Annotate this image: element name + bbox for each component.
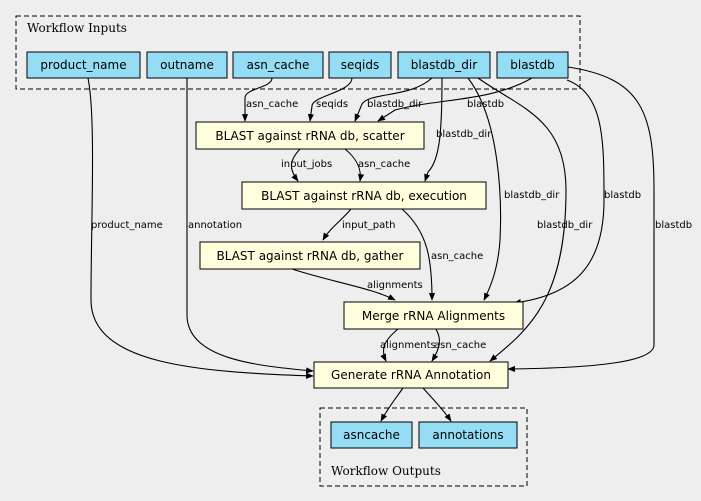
step-node-generate[interactable]: Generate rRNA Annotation xyxy=(313,361,509,389)
edge-seqids-to-scatter xyxy=(307,77,353,122)
step-node-scatter-label: BLAST against rRNA db, scatter xyxy=(215,129,404,143)
input-node-blastdb-box[interactable] xyxy=(496,51,569,79)
edge-merge-asn-cache-to-generate xyxy=(431,328,441,362)
edge-label-blastdb-dir: blastdb_dir xyxy=(367,99,423,110)
output-node-asncache[interactable]: asncache xyxy=(330,421,413,449)
step-node-merge-box[interactable] xyxy=(343,301,524,330)
edge-merge-alignments-to-generate xyxy=(380,328,399,362)
edge-product-name-to-generate xyxy=(87,77,314,379)
step-node-gather-label: BLAST against rRNA db, gather xyxy=(217,249,404,263)
outputs-cluster-title: Workflow Outputs xyxy=(331,464,441,478)
edge-blastdb-to-generate xyxy=(507,66,655,372)
edge-label-input-jobs: input_jobs xyxy=(281,159,332,170)
step-node-execution-box[interactable] xyxy=(241,181,487,210)
edge-label-blastdb-dir-execution: blastdb_dir xyxy=(436,129,492,140)
input-node-outname-box[interactable] xyxy=(146,51,228,79)
input-node-blastdb-dir[interactable]: blastdb_dir xyxy=(397,51,491,79)
edge-blastdb-dir-to-scatter xyxy=(354,77,433,122)
input-node-blastdb-label: blastdb xyxy=(510,58,555,72)
output-node-annotations-box[interactable] xyxy=(418,421,518,449)
edge-generate-to-asncache xyxy=(380,387,404,422)
input-node-seqids-label: seqids xyxy=(341,58,379,72)
edge-label-alignments-merge: alignments xyxy=(367,280,423,291)
edge-label-blastdb: blastdb xyxy=(467,99,504,110)
output-node-annotations-label: annotations xyxy=(432,428,503,442)
edge-label-blastdb-merge: blastdb xyxy=(604,190,641,201)
output-node-asncache-label: asncache xyxy=(343,428,400,442)
edge-scatter-asn-cache xyxy=(344,148,365,182)
edge-input-path xyxy=(322,208,352,241)
output-node-asncache-box[interactable] xyxy=(330,421,413,449)
edge-label-scatter-asn-cache: asn_cache xyxy=(358,159,410,170)
edge-gather-alignments xyxy=(291,268,396,301)
edge-blastdb-dir-to-execution xyxy=(424,77,443,182)
input-node-outname-label: outname xyxy=(160,58,214,72)
outputs-cluster-border xyxy=(319,407,528,487)
step-node-merge-label: Merge rRNA Alignments xyxy=(362,309,505,323)
edge-input-jobs xyxy=(290,148,301,182)
step-node-scatter-box[interactable] xyxy=(195,121,425,150)
workflow-outputs-cluster: Workflow Outputs xyxy=(319,407,528,487)
edge-label-product-name: product_name xyxy=(91,220,163,231)
input-node-blastdb[interactable]: blastdb xyxy=(496,51,569,79)
input-node-outname[interactable]: outname xyxy=(146,51,228,79)
edge-label-asn-cache: asn_cache xyxy=(246,99,298,110)
input-node-seqids[interactable]: seqids xyxy=(328,51,392,79)
output-nodes: asncache annotations xyxy=(330,421,518,449)
edge-label-annotation: annotation xyxy=(188,220,242,231)
edges xyxy=(87,66,655,422)
edge-label-blastdb-dir-merge: blastdb_dir xyxy=(504,190,560,201)
step-node-execution-label: BLAST against rRNA db, execution xyxy=(261,189,467,203)
step-node-scatter[interactable]: BLAST against rRNA db, scatter xyxy=(195,121,425,150)
edge-execution-asn-cache xyxy=(401,208,436,301)
edge-blastdb-dir-to-generate xyxy=(477,77,567,362)
input-nodes: product_name outname asn_cache seqids bl… xyxy=(26,51,569,79)
edge-label-blastdb-dir-generate: blastdb_dir xyxy=(537,220,593,231)
edge-asn-cache-to-scatter xyxy=(241,77,273,122)
input-node-product-name[interactable]: product_name xyxy=(26,51,141,79)
edge-label-execution-asn-cache: asn_cache xyxy=(431,251,483,262)
input-node-product-name-box[interactable] xyxy=(26,51,141,79)
edge-generate-to-annotations xyxy=(422,387,452,422)
step-node-gather-box[interactable] xyxy=(199,241,421,270)
input-node-asn-cache[interactable]: asn_cache xyxy=(232,51,324,79)
edge-label-seqids: seqids xyxy=(316,99,348,110)
edge-blastdb-dir-to-merge xyxy=(467,77,502,301)
input-node-asn-cache-box[interactable] xyxy=(232,51,324,79)
inputs-cluster-title: Workflow Inputs xyxy=(27,21,127,35)
edge-label-merge-asn-cache: asn_cache xyxy=(434,340,486,351)
edge-label-blastdb-generate: blastdb xyxy=(655,220,692,231)
step-nodes: BLAST against rRNA db, scatter BLAST aga… xyxy=(195,121,524,389)
input-node-blastdb-dir-label: blastdb_dir xyxy=(411,58,477,72)
step-node-generate-box[interactable] xyxy=(313,361,509,389)
step-node-gather[interactable]: BLAST against rRNA db, gather xyxy=(199,241,421,270)
step-node-generate-label: Generate rRNA Annotation xyxy=(331,368,491,382)
input-node-blastdb-dir-box[interactable] xyxy=(397,51,491,79)
inputs-cluster-border xyxy=(15,15,581,90)
input-node-seqids-box[interactable] xyxy=(328,51,392,79)
edge-outname-to-generate xyxy=(186,77,314,374)
input-node-asn-cache-label: asn_cache xyxy=(247,58,310,72)
edge-label-input-path: input_path xyxy=(342,220,395,231)
step-node-execution[interactable]: BLAST against rRNA db, execution xyxy=(241,181,487,210)
edge-labels: asn_cache seqids blastdb_dir blastdb bla… xyxy=(91,99,692,351)
edge-blastdb-to-merge xyxy=(513,79,605,306)
output-node-annotations[interactable]: annotations xyxy=(418,421,518,449)
input-node-product-name-label: product_name xyxy=(40,58,126,72)
edge-label-alignments-generate: alignments xyxy=(380,340,436,351)
step-node-merge[interactable]: Merge rRNA Alignments xyxy=(343,301,524,330)
workflow-inputs-cluster: Workflow Inputs xyxy=(15,15,581,90)
edge-blastdb-to-scatter xyxy=(377,77,533,122)
